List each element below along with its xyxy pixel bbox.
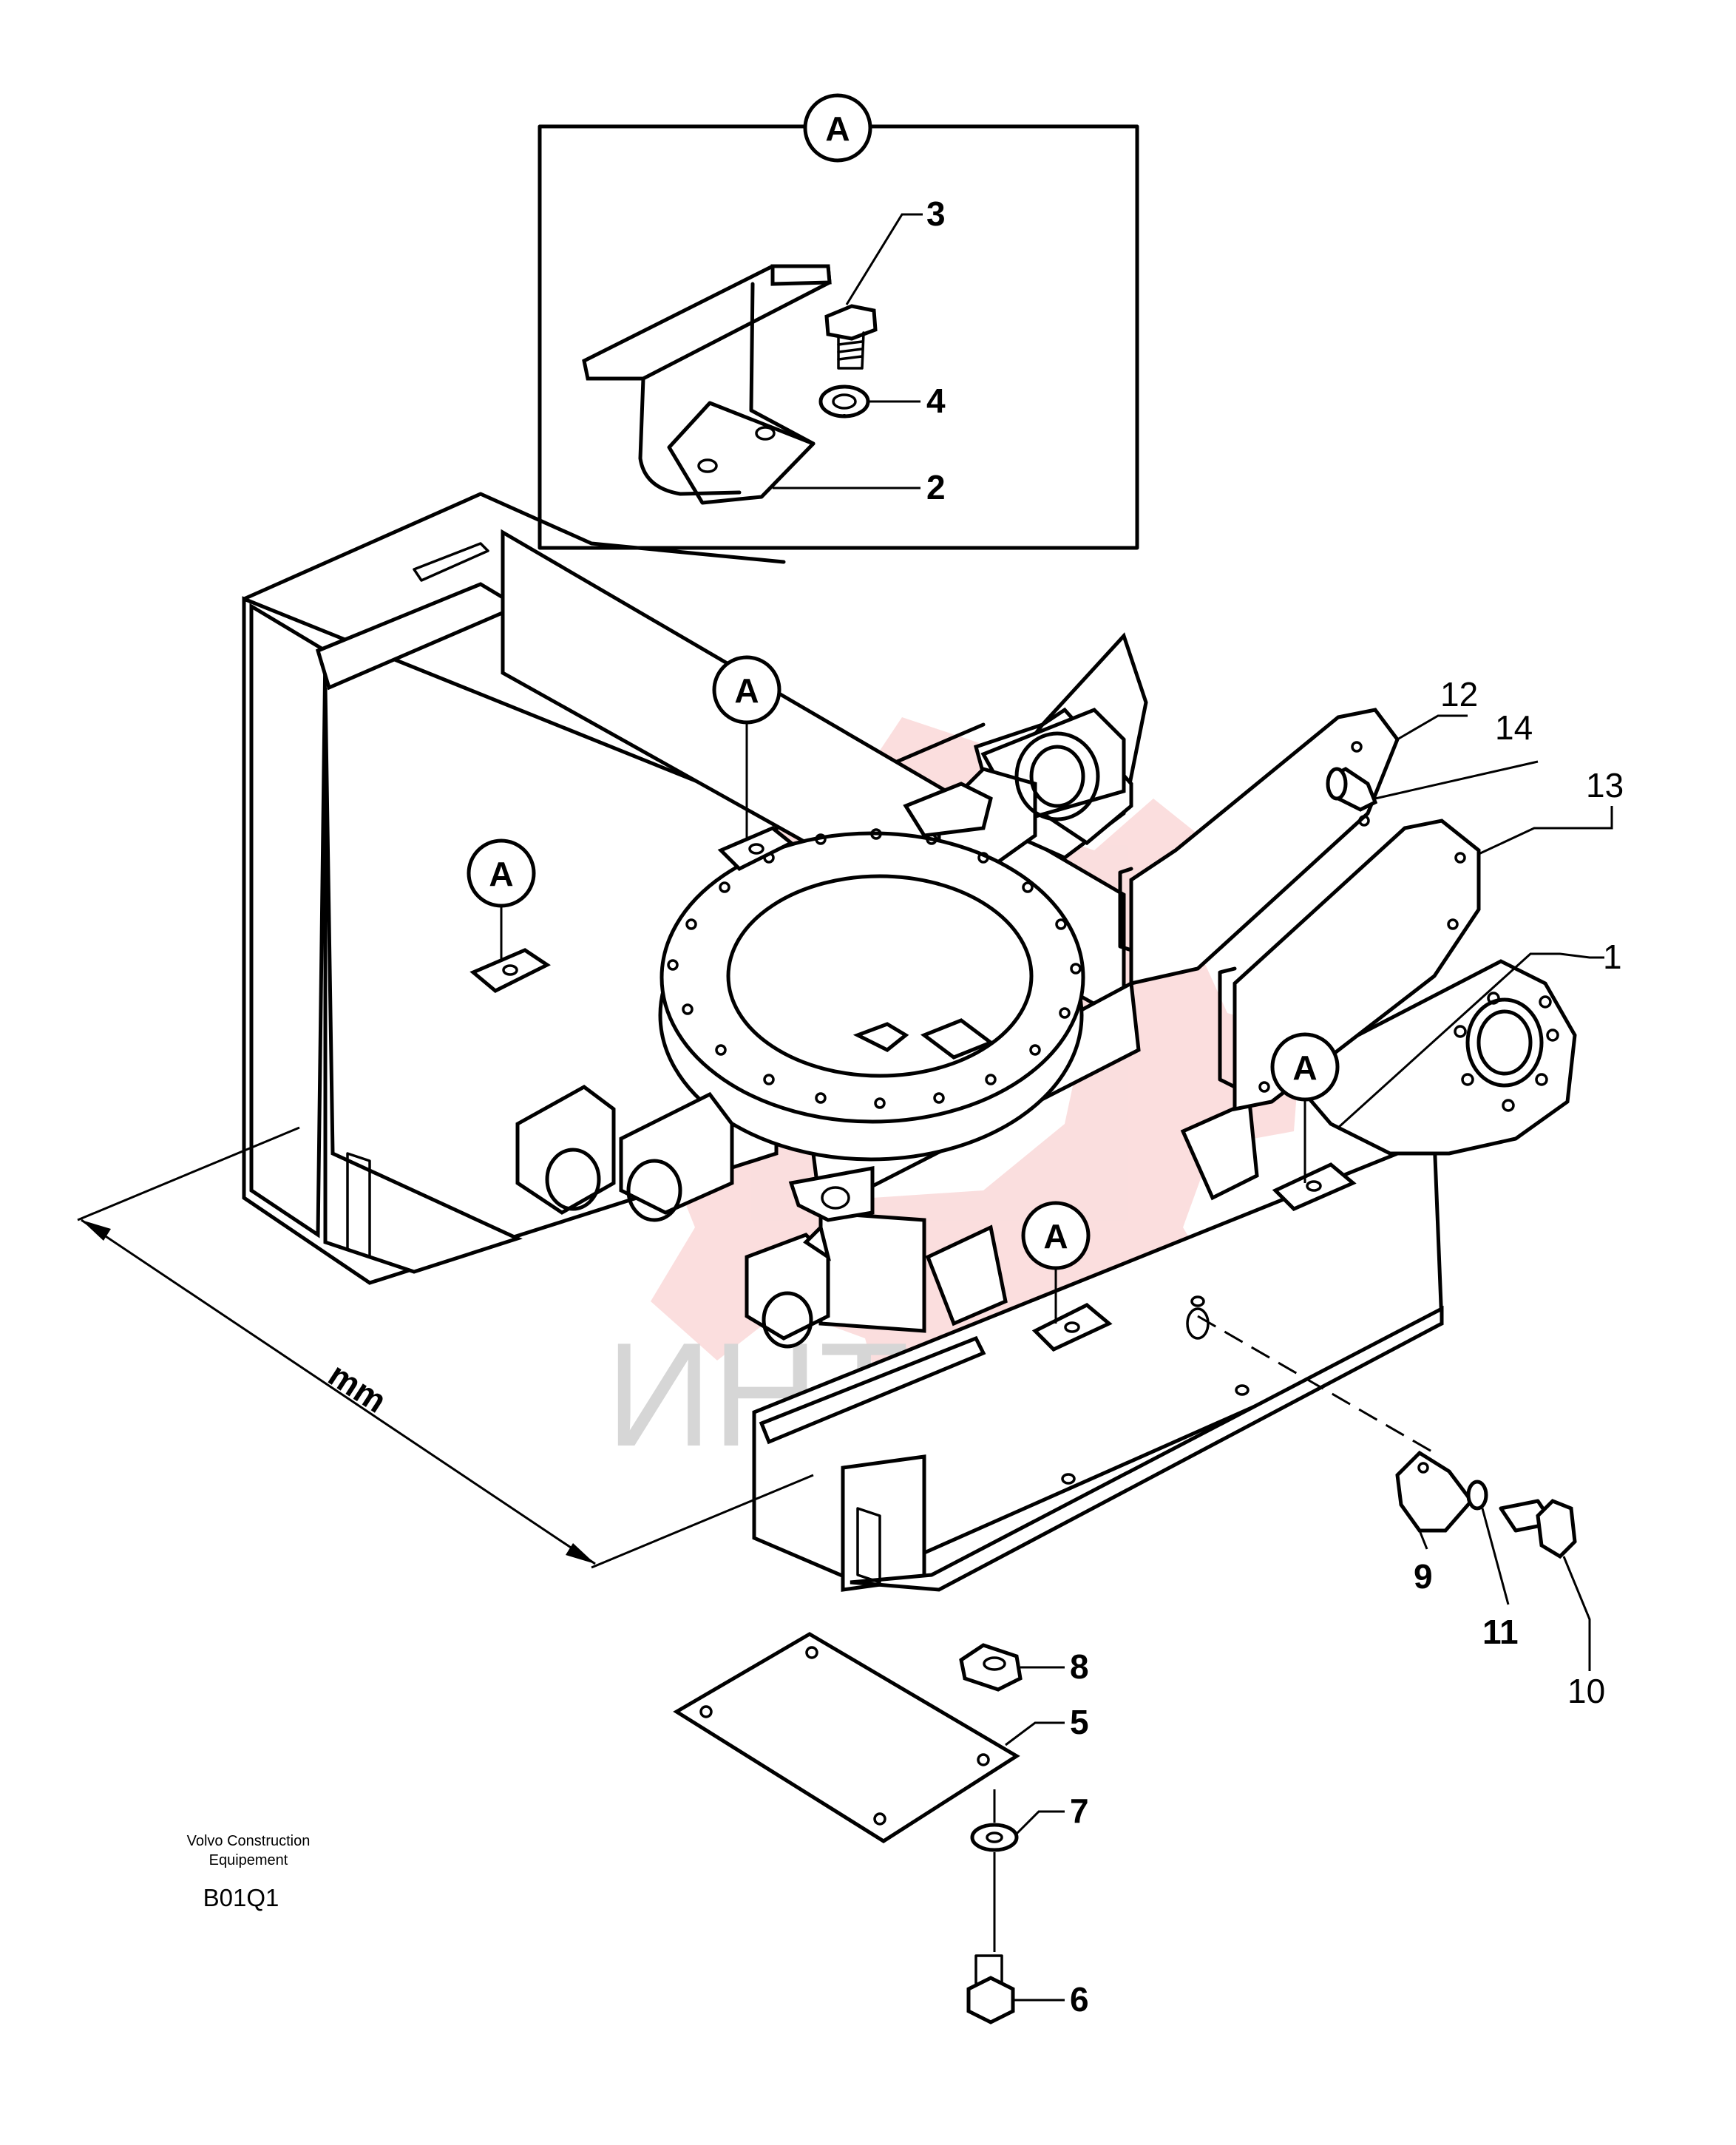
company-line-2: Equipement [209, 1852, 288, 1868]
washer-part-11 [1466, 1480, 1488, 1511]
section-marker-a-1: A [712, 655, 781, 839]
callout-6: 6 [1070, 1980, 1089, 2019]
dimension-label: mm [322, 1355, 393, 1420]
callout-9: 9 [1414, 1557, 1433, 1596]
detail-a-box: A 3 4 2 [538, 93, 1139, 550]
detail-callout-3: 3 [926, 194, 946, 233]
svg-text:A: A [1043, 1217, 1068, 1256]
callout-14: 14 [1495, 708, 1533, 747]
bolt-part-3 [824, 304, 878, 370]
slewing-ring [658, 828, 1085, 1222]
figure-code: B01Q1 [203, 1884, 279, 1911]
bolt-part-14 [1326, 767, 1378, 812]
undercarriage-frame [242, 492, 1577, 1592]
detail-callout-4: 4 [926, 382, 946, 420]
callout-12: 12 [1440, 675, 1478, 714]
washer-part-4 [818, 384, 870, 419]
callout-1: 1 [1603, 938, 1622, 976]
svg-text:A: A [489, 855, 513, 893]
callout-5: 5 [1070, 1703, 1089, 1741]
callout-10: 10 [1567, 1672, 1605, 1710]
bolt-part-10 [1499, 1499, 1577, 1559]
section-marker-a-4: A [1021, 1201, 1091, 1324]
section-marker-a-2: A [467, 838, 536, 961]
section-marker-a-3: A [1270, 1032, 1340, 1183]
bolt-part-6 [966, 1954, 1015, 2024]
belly-plate-part-5 [673, 1632, 1020, 1843]
callout-8: 8 [1070, 1647, 1089, 1686]
callout-13: 13 [1586, 766, 1624, 804]
washer-part-7 [970, 1823, 1019, 1852]
step-bracket-part-2 [582, 264, 832, 505]
callout-7: 7 [1070, 1792, 1089, 1830]
nut-part-8 [959, 1643, 1023, 1692]
detail-callout-2: 2 [926, 468, 946, 506]
company-line-1: Volvo Construction [187, 1833, 311, 1849]
cover-part-9 [1395, 1450, 1474, 1533]
svg-text:A: A [734, 671, 759, 710]
svg-text:A: A [1292, 1048, 1317, 1087]
callout-11: 11 [1482, 1613, 1519, 1651]
detail-a-label: A [825, 109, 850, 148]
